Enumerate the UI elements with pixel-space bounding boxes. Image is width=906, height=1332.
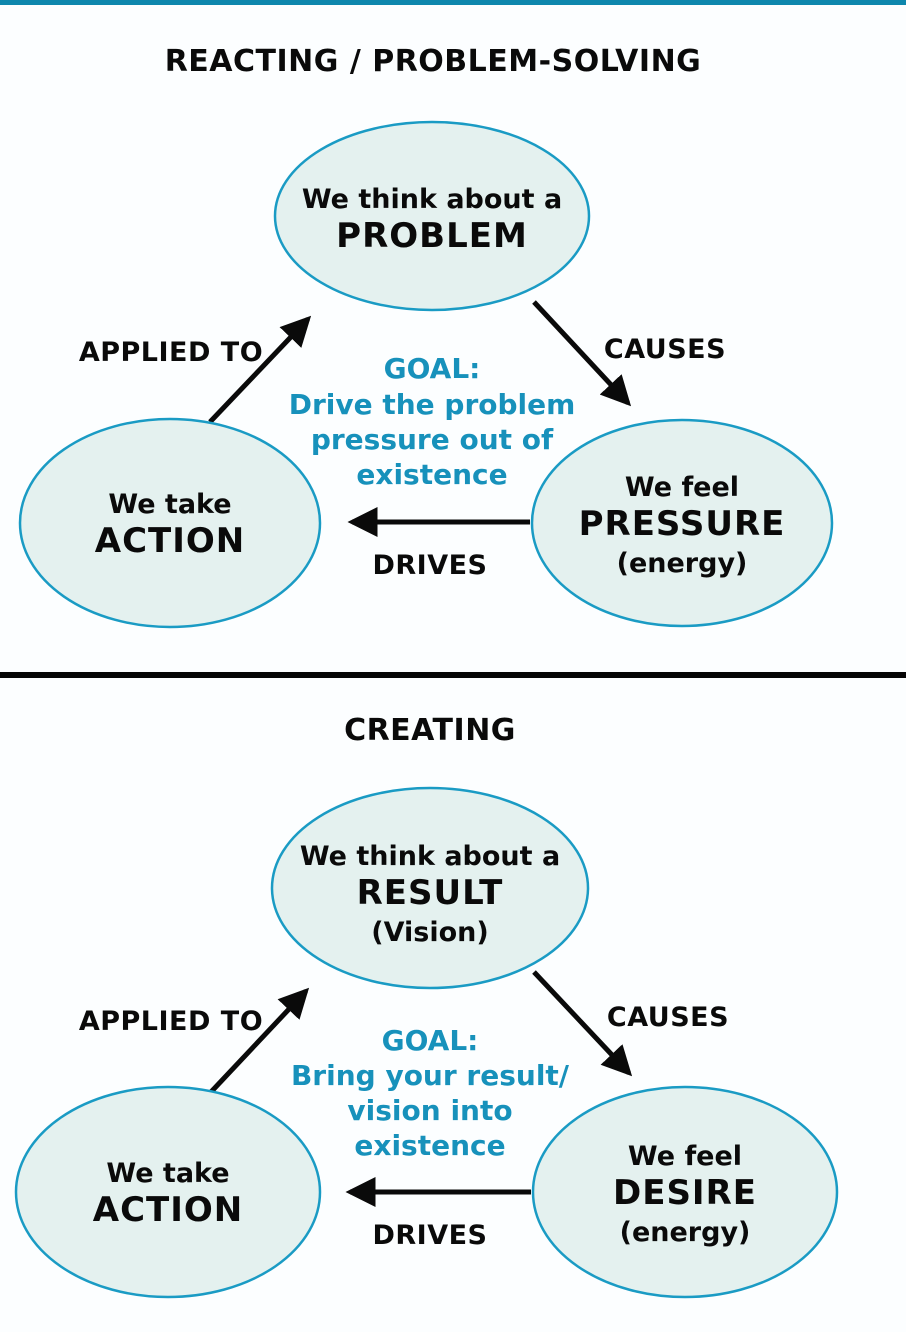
node-action-line1: We take [108,489,231,520]
diagram-title: REACTING / PROBLEM-SOLVING [165,44,702,79]
node-result-line3: (Vision) [371,917,488,948]
edge-label-drives: DRIVES [372,550,487,581]
node-action-ellipse [18,417,322,629]
node-result-line1: We think about a [300,841,560,872]
node-action-keyword: ACTION [95,521,245,561]
goal-line1: GOAL: [382,1024,479,1057]
section-divider [0,672,906,678]
goal-line4: existence [354,1129,505,1162]
node-result-ellipse [270,786,590,990]
top-accent-bar [0,0,906,5]
goal-line2: Bring your result/ [291,1059,570,1092]
arrow-applied-to [209,987,310,1094]
node-pressure-line1: We feel [625,472,739,503]
edge-label-drives: DRIVES [372,1220,487,1251]
node-desire-line3: (energy) [620,1217,751,1248]
node-result-keyword: RESULT [357,873,504,913]
node-pressure-ellipse [530,418,834,628]
diagram-title: CREATING [344,713,516,748]
node-action-line1: We take [106,1158,229,1189]
arrow-causes [532,300,632,407]
edge-label-causes: CAUSES [604,334,726,365]
reacting-problem-solving-diagram: REACTING / PROBLEM-SOLVING We think abou… [18,44,834,629]
edge-label-causes: CAUSES [607,1002,729,1033]
node-pressure-keyword: PRESSURE [579,504,786,544]
node-desire-ellipse [531,1085,839,1299]
creating-diagram: CREATING We think about a RESULT (Vision… [14,713,839,1299]
node-desire-keyword: DESIRE [613,1173,757,1213]
node-pressure-line3: (energy) [617,548,748,579]
edge-label-applied-to: APPLIED TO [79,1006,263,1037]
arrow-applied-to [208,315,312,424]
node-problem-line1: We think about a [302,184,562,215]
goal-line2: Drive the problem [289,388,576,421]
goal-line3: vision into [347,1094,512,1127]
arrow-causes [532,970,633,1077]
node-action-keyword: ACTION [93,1190,243,1230]
node-problem-ellipse [273,120,591,312]
node-action-ellipse [14,1085,322,1299]
node-desire-line1: We feel [628,1141,742,1172]
goal-line4: existence [356,458,507,491]
node-problem-keyword: PROBLEM [336,216,528,256]
edge-label-applied-to: APPLIED TO [79,337,263,368]
goal-line1: GOAL: [384,352,481,385]
goal-line3: pressure out of [311,423,554,456]
